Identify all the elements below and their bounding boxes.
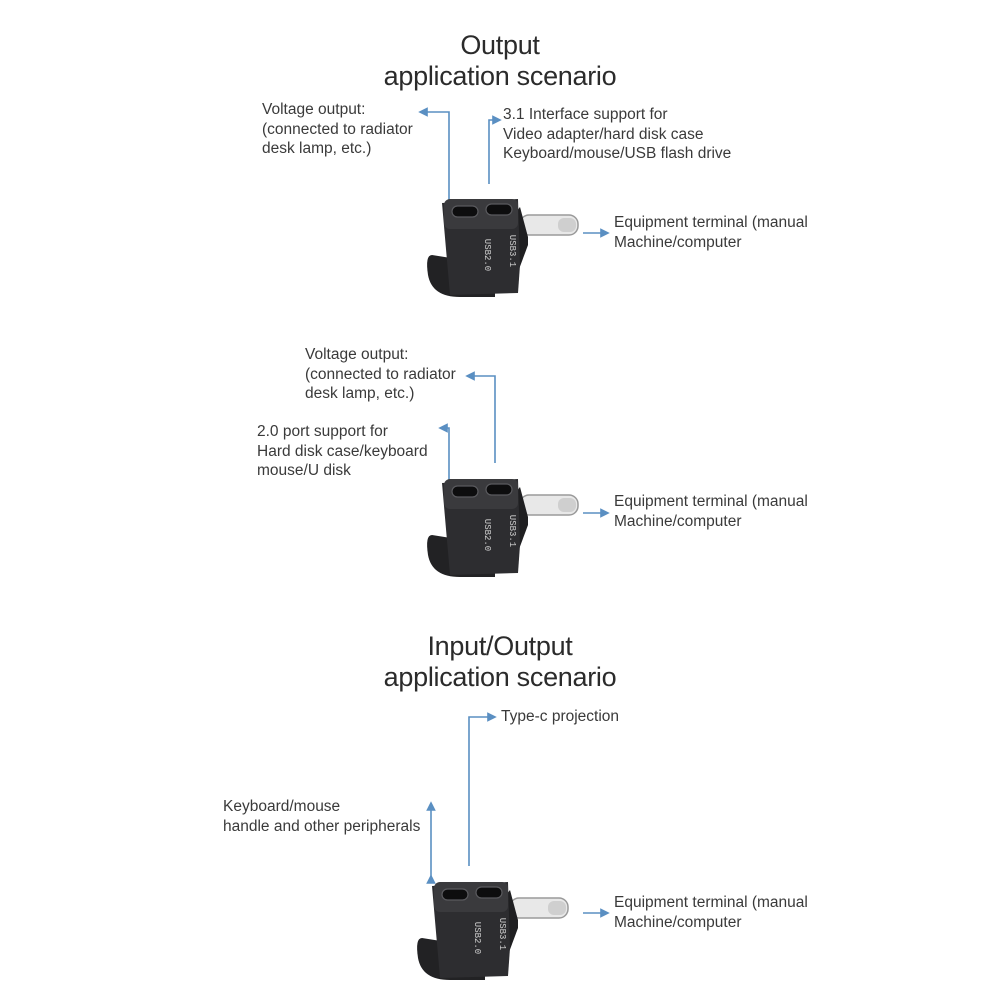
s1-top-line (488, 115, 502, 184)
s3-peripherals-label: Keyboard/mouse handle and other peripher… (223, 798, 421, 835)
s2-voltage-output-label: Voltage output: (connected to radiator d… (305, 346, 456, 402)
section3-title: Input/Output application scenario (383, 631, 617, 692)
port-label-usb31: USB3.1 (497, 918, 507, 950)
usb-c-adapter-image-3: USB2.0 USB3.1 (417, 882, 569, 980)
port-label-usb20: USB2.0 (472, 922, 482, 954)
s1-interface-support-label: 3.1 Interface support for Video adapter/… (503, 106, 732, 162)
port-label-usb31: USB3.1 (507, 515, 517, 547)
s1-equipment-terminal-label: Equipment terminal (manual Machine/compu… (614, 214, 808, 251)
s2-top-line (465, 371, 496, 463)
s2-port-support-label: 2.0 port support for Hard disk case/keyb… (257, 423, 428, 479)
adapter-body: USB2.0 USB3.1 (417, 882, 569, 980)
adapter-body: USB2.0 USB3.1 (427, 199, 579, 297)
usb-c-adapter-image-2: USB2.0 USB3.1 (427, 479, 579, 577)
port-label-usb20: USB2.0 (482, 239, 492, 271)
s3-top-line (468, 712, 497, 866)
s1-voltage-output-label: Voltage output: (connected to radiator d… (262, 101, 413, 157)
adapter-body: USB2.0 USB3.1 (427, 479, 579, 577)
usb-c-adapter-image-1: USB2.0 USB3.1 (427, 199, 579, 297)
section1-title: Output application scenario (383, 30, 617, 91)
port-label-usb20: USB2.0 (482, 519, 492, 551)
s3-equipment-terminal-label: Equipment terminal (manual Machine/compu… (614, 894, 808, 931)
s2-equipment-terminal-label: Equipment terminal (manual Machine/compu… (614, 493, 808, 530)
s3-type-c-projection-label: Type-c projection (501, 708, 620, 725)
port-label-usb31: USB3.1 (507, 235, 517, 267)
